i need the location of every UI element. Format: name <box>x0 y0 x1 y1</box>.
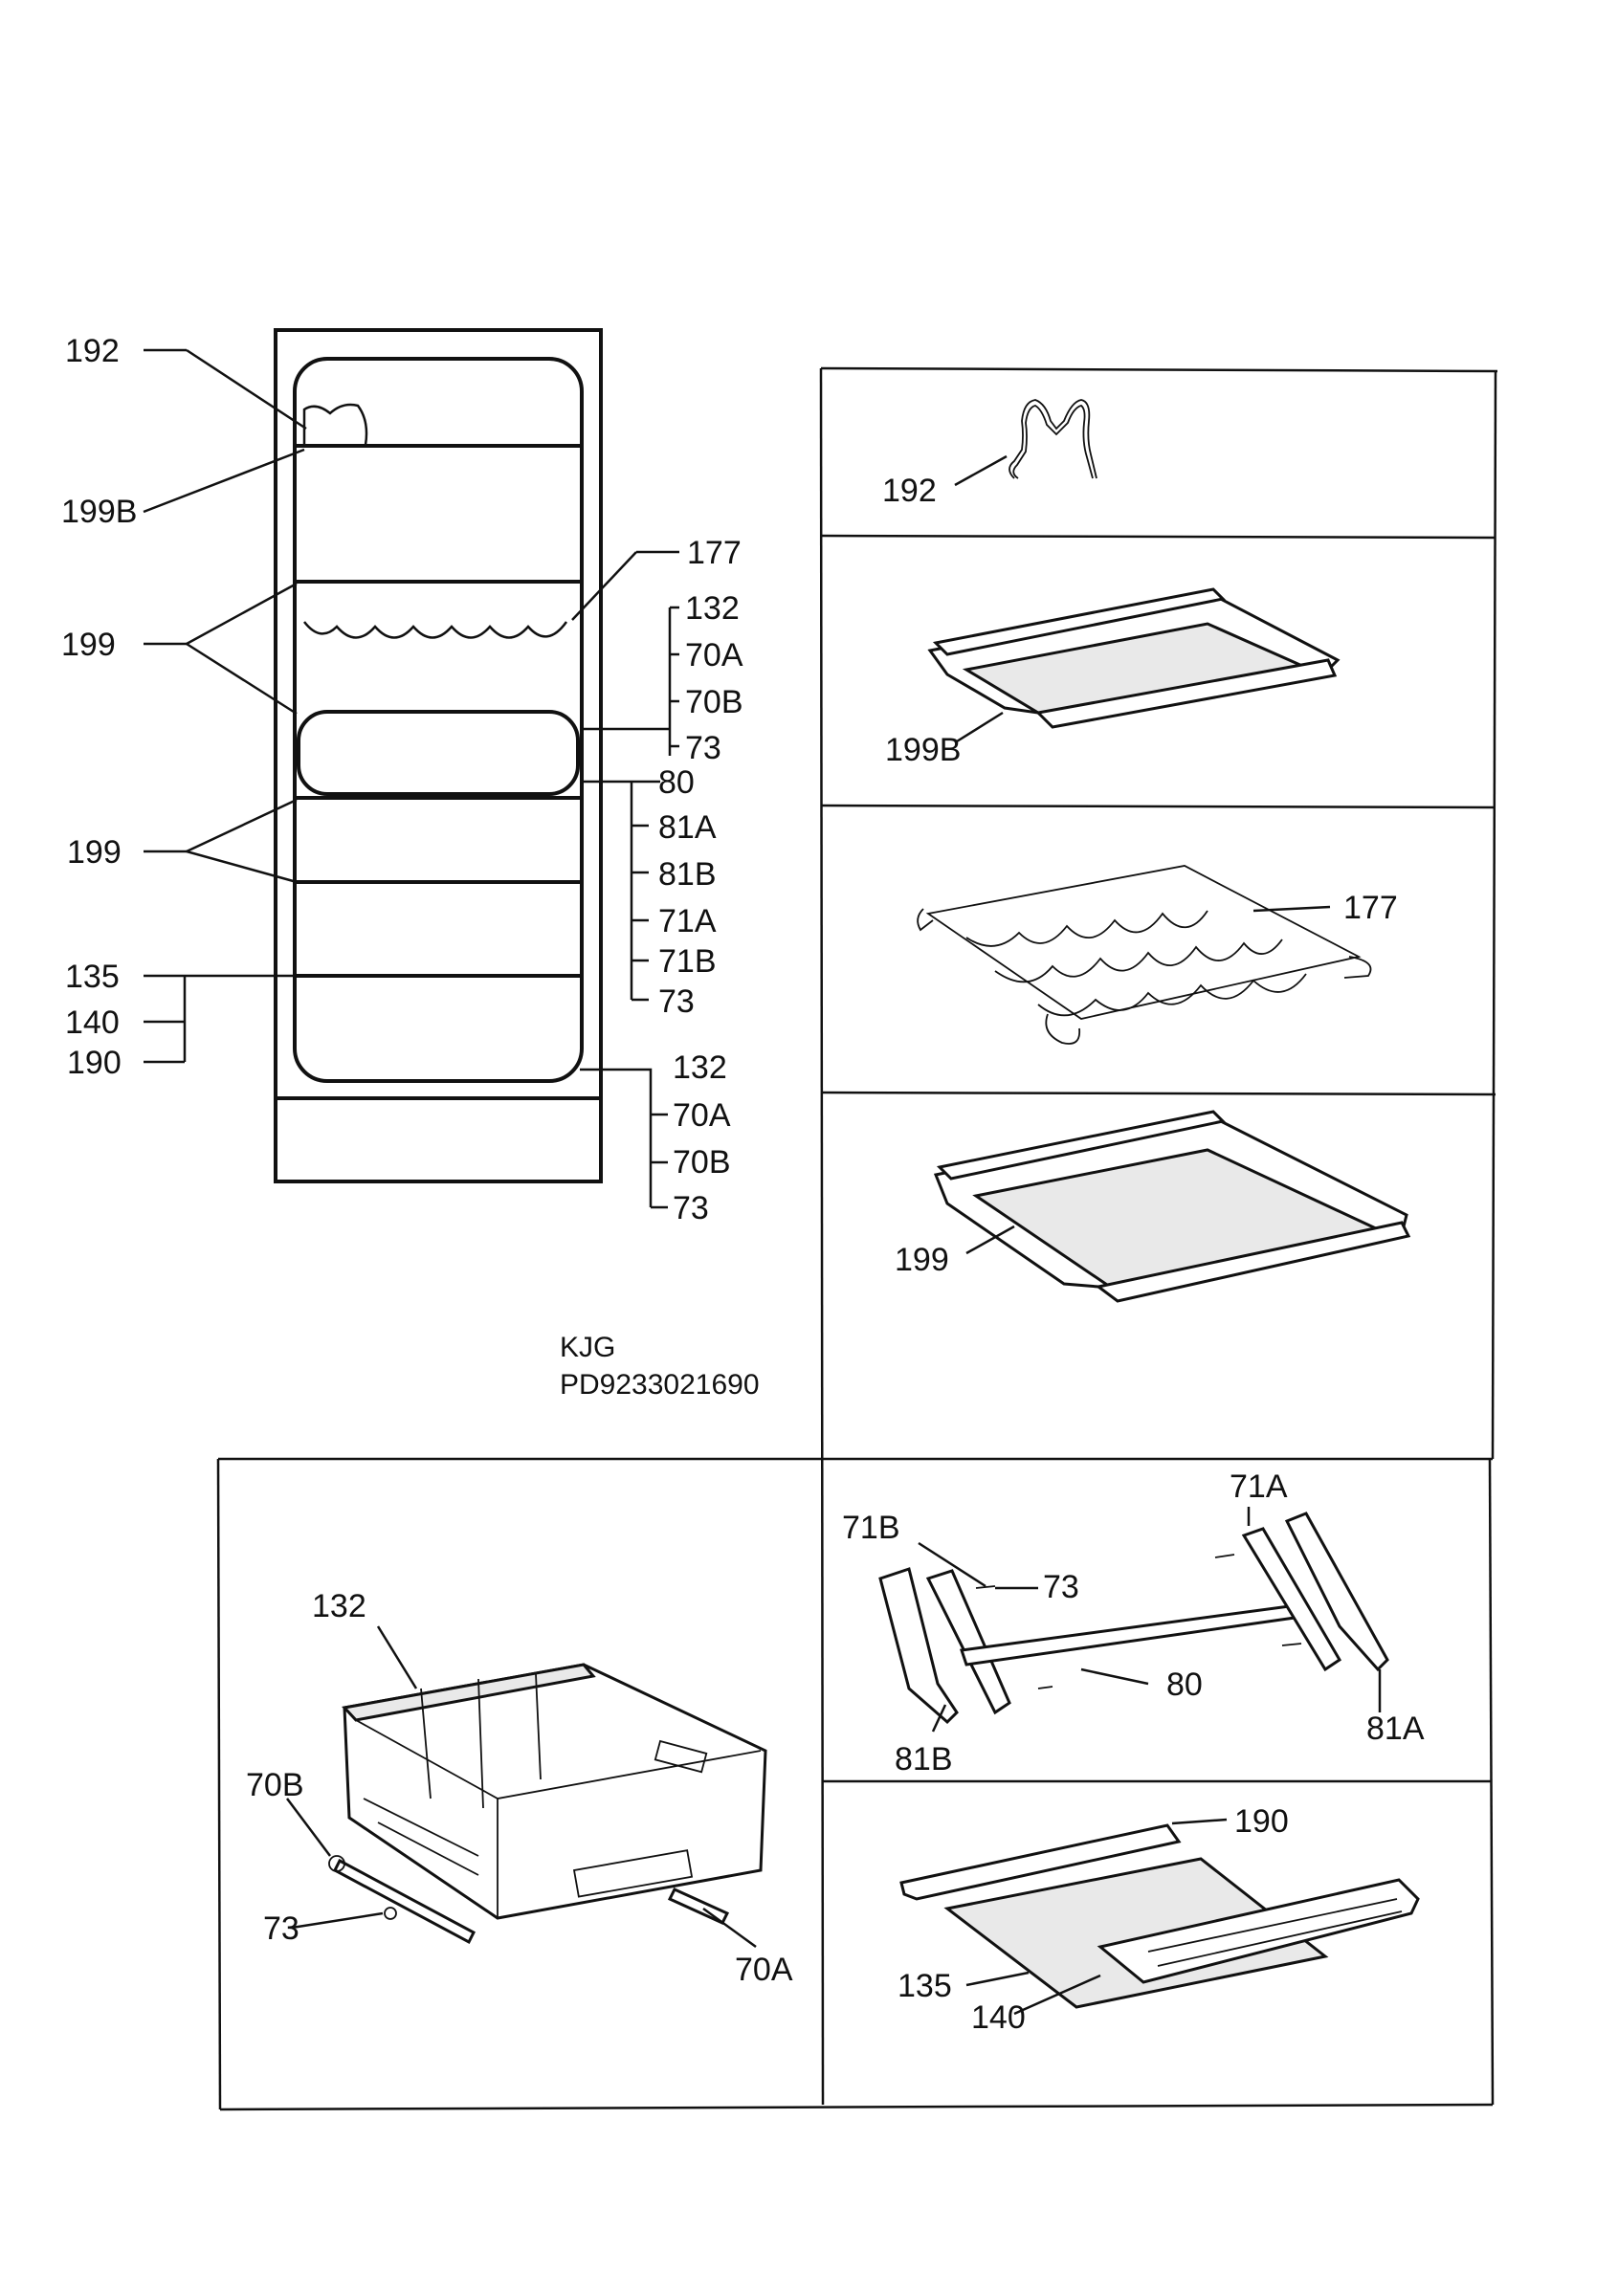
label-81b: 81B <box>658 856 717 893</box>
panel-label-73-drawer: 73 <box>263 1910 299 1947</box>
bottle-holder-part <box>1008 399 1097 479</box>
label-140: 140 <box>65 1004 120 1041</box>
fridge-interior-outline <box>293 357 584 1083</box>
label-81a: 81A <box>658 809 717 846</box>
rail-81b-part <box>878 1567 959 1725</box>
panel-drawer-rails: 71B 71A 73 80 81A 81B <box>842 1468 1425 1777</box>
panel-label-80: 80 <box>1166 1667 1203 1703</box>
panel-label-70a: 70A <box>735 1952 793 1988</box>
model-code-line2: PD9233021690 <box>560 1369 760 1401</box>
panel-label-190: 190 <box>1234 1803 1289 1840</box>
label-199b: 199B <box>61 494 137 530</box>
panel-wine-rack: 177 <box>917 865 1398 1045</box>
label-71a: 71A <box>658 903 717 939</box>
model-code-line1: KJG <box>560 1332 615 1363</box>
panel-label-70b: 70B <box>246 1767 304 1803</box>
label-73-b: 73 <box>658 983 695 1020</box>
label-132-b: 132 <box>673 1049 727 1086</box>
crisper-drawer-upper <box>297 710 580 796</box>
label-199-lower: 199 <box>67 834 122 871</box>
panel-label-132: 132 <box>312 1588 366 1624</box>
panel-label-192: 192 <box>882 473 937 509</box>
panel-label-81b: 81B <box>895 1741 953 1777</box>
fridge-cabinet-outline <box>274 328 603 1183</box>
label-177: 177 <box>687 535 742 571</box>
panel-glass-shelf-199: 199 <box>895 1110 1411 1303</box>
panel-label-140: 140 <box>971 1999 1026 2036</box>
panel-label-71a: 71A <box>1230 1468 1288 1505</box>
rail-71b-part <box>925 1569 1011 1715</box>
rail-81a-part <box>1284 1512 1389 1672</box>
panel-label-199: 199 <box>895 1242 949 1278</box>
panel-label-135: 135 <box>898 1968 952 2004</box>
panel-label-73-rail: 73 <box>1043 1569 1079 1605</box>
panel-bottom-shelf: 190 135 140 <box>898 1803 1420 2036</box>
panel-crisper-drawer: 132 70B 73 70A <box>246 1588 793 1988</box>
panel-label-177: 177 <box>1343 890 1398 926</box>
fridge-overview: 192 199B 199 199 135 140 190 177 132 70A… <box>61 328 743 1226</box>
panel-glass-shelf-199b: 199B <box>885 587 1341 768</box>
crossbar-80-part <box>960 1603 1304 1667</box>
trim-190-part <box>899 1823 1182 1901</box>
label-135: 135 <box>65 959 120 995</box>
wine-rack-shape <box>303 621 568 639</box>
label-80: 80 <box>658 764 695 801</box>
bottle-holder-shape <box>302 403 368 446</box>
glass-shelf-135-part <box>943 1857 1329 2009</box>
label-132-a: 132 <box>685 590 740 627</box>
label-70b-a: 70B <box>685 684 743 720</box>
runner-70b <box>333 1858 476 1945</box>
label-71b: 71B <box>658 943 717 980</box>
panel-label-81a: 81A <box>1366 1711 1425 1747</box>
label-190: 190 <box>67 1045 122 1081</box>
right-panel-frame <box>216 366 1498 2111</box>
label-199-upper: 199 <box>61 627 116 663</box>
label-73-c: 73 <box>673 1190 709 1226</box>
label-192: 192 <box>65 333 120 369</box>
panel-bottle-holder: 192 <box>882 399 1097 509</box>
runner-70a <box>667 1888 730 1925</box>
rail-71a-part <box>1241 1527 1342 1672</box>
trim-140-part <box>1097 1878 1420 1984</box>
label-70b-b: 70B <box>673 1144 731 1181</box>
label-70a-a: 70A <box>685 637 743 673</box>
panel-label-71b: 71B <box>842 1510 900 1546</box>
wine-rack-part <box>925 865 1362 1020</box>
panel-label-199b: 199B <box>885 732 961 768</box>
label-73-a: 73 <box>685 730 721 766</box>
label-70a-b: 70A <box>673 1097 731 1134</box>
